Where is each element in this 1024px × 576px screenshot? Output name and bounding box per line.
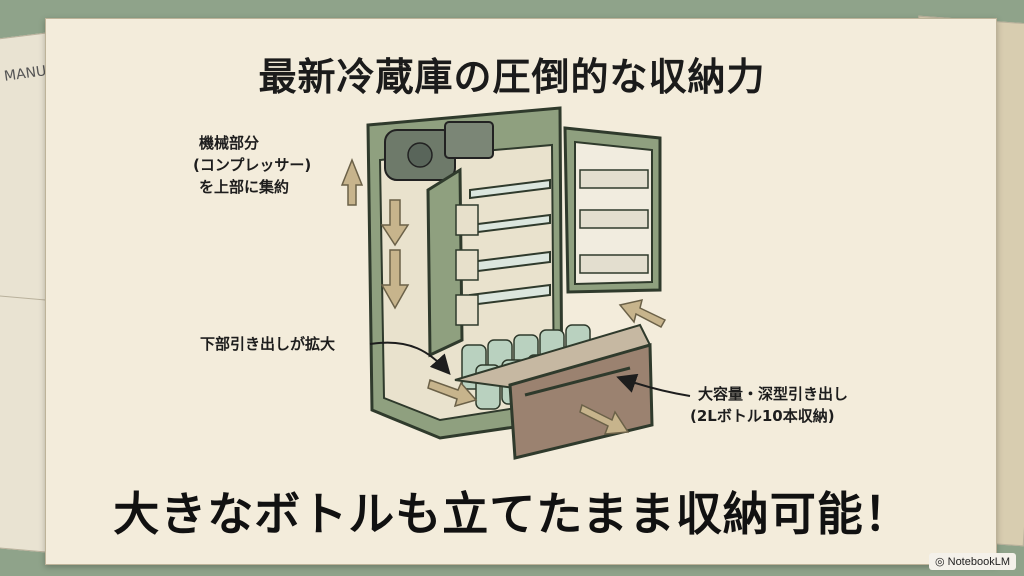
bottom-title: 大きなボトルも立てたまま収納可能！	[113, 487, 911, 541]
compressor-icon	[384, 121, 494, 181]
up-arrow-icon	[340, 157, 364, 206]
notebooklm-badge: ◎ NotebookLM	[928, 553, 1016, 570]
label-mechanical-line3: を上部に集約	[199, 178, 290, 196]
fridge-shelves	[469, 178, 551, 307]
label-big-drawer-line2: (2Lボトル10本収納)	[690, 407, 835, 425]
page-title: 最新冷蔵庫の圧倒的な収納力	[258, 55, 766, 99]
label-lower-drawer: 下部引き出しが拡大	[200, 335, 336, 353]
label-mechanical-line2: (コンプレッサー)	[193, 156, 312, 174]
left-door	[426, 167, 479, 358]
down-arrow-icon	[380, 199, 410, 247]
right-door	[563, 126, 662, 294]
drawer-in-arrow-icon	[618, 298, 667, 328]
pointer-arrow-icon-2	[616, 373, 691, 397]
notebook-icon: ◎	[934, 556, 945, 568]
badge-label: NotebookLM	[947, 556, 1010, 568]
down-arrow-icon-2	[380, 249, 410, 310]
label-big-drawer-line1: 大容量・深型引き出し	[698, 385, 849, 403]
big-arrows	[340, 157, 667, 435]
label-mechanical-line1: 機械部分	[199, 134, 260, 152]
drawer-out-arrow-icon-2	[579, 403, 630, 435]
pointer-arrow-icon	[369, 341, 451, 375]
drawer-out-arrow-icon	[427, 379, 478, 408]
